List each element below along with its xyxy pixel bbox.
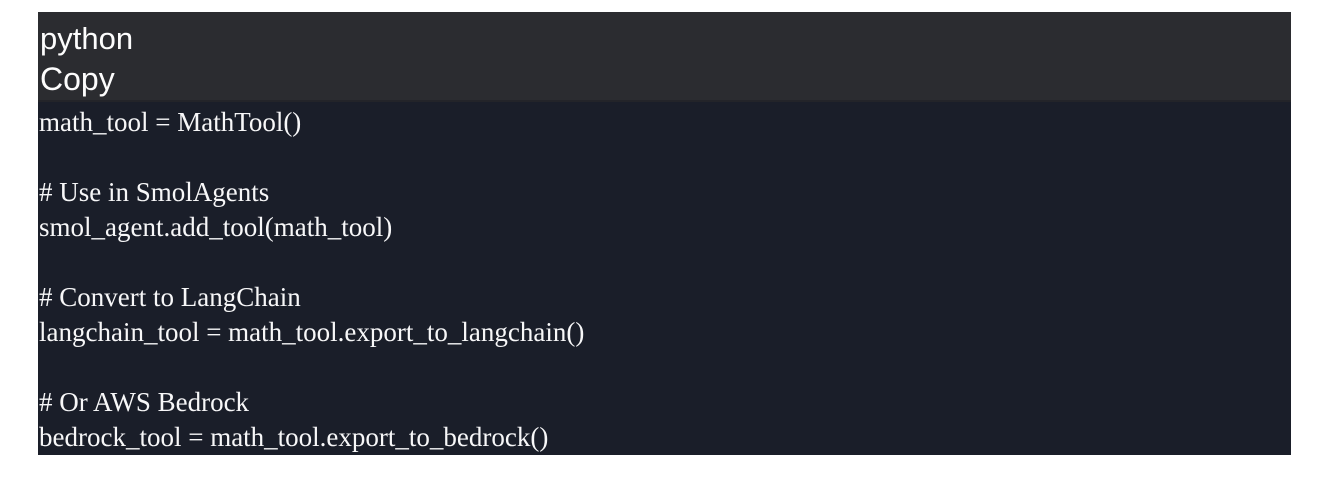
code-line: # Or AWS Bedrock	[39, 387, 250, 417]
code-line	[38, 140, 1291, 175]
code-line: bedrock_tool = math_tool.export_to_bedro…	[39, 422, 549, 452]
code-block: python Copy math_tool = MathTool() # Use …	[38, 12, 1291, 455]
code-line	[38, 245, 1291, 280]
code-language-label: python	[40, 21, 134, 56]
code-block-body[interactable]: math_tool = MathTool() # Use in SmolAgent…	[38, 102, 1291, 455]
code-line: math_tool = MathTool()	[39, 107, 302, 137]
code-line: langchain_tool = math_tool.export_to_lan…	[39, 317, 585, 347]
code-content[interactable]: math_tool = MathTool() # Use in SmolAgent…	[38, 102, 1291, 455]
header-divider	[38, 100, 1291, 102]
copy-code-button[interactable]: Copy	[40, 59, 115, 100]
code-line: # Use in SmolAgents	[39, 177, 270, 207]
code-line	[38, 350, 1291, 385]
code-block-header-inner: python Copy	[40, 18, 133, 100]
code-line: smol_agent.add_tool(math_tool)	[39, 212, 393, 242]
code-block-header: python Copy	[38, 12, 1291, 102]
code-line: # Convert to LangChain	[39, 282, 301, 312]
